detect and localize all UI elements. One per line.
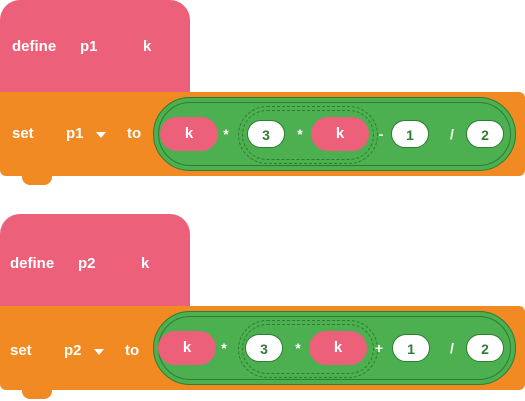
argument-k[interactable]: k: [309, 331, 367, 365]
divide-operator-block[interactable]: k * 3 * k + 1 / 2: [153, 311, 516, 385]
number-input[interactable]: 3: [245, 334, 283, 362]
set-notch: [22, 390, 52, 399]
to-label: to: [125, 342, 140, 359]
variable-dropdown[interactable]: p2: [64, 342, 82, 359]
caret-down-icon[interactable]: [96, 132, 106, 138]
to-label: to: [127, 125, 142, 142]
define-label: define: [10, 255, 55, 272]
subtract-operator-block[interactable]: [158, 102, 511, 166]
number-input[interactable]: 2: [466, 120, 504, 148]
argument-k[interactable]: k: [311, 117, 369, 151]
operator-symbol: /: [450, 126, 454, 142]
variable-dropdown[interactable]: p1: [66, 125, 84, 142]
number-input[interactable]: 3: [247, 120, 285, 148]
parameter-name[interactable]: k: [141, 255, 150, 272]
operator-symbol: -: [378, 126, 384, 142]
caret-down-icon[interactable]: [94, 349, 104, 355]
multiply-inner-block[interactable]: [242, 324, 374, 374]
number-input[interactable]: 1: [392, 334, 430, 362]
argument-k[interactable]: k: [158, 331, 216, 365]
operator-symbol: *: [221, 340, 227, 356]
divide-operator-block[interactable]: k * 3 * k - 1 / 2: [153, 97, 516, 171]
number-input[interactable]: 2: [466, 334, 504, 362]
procedure-name: p2: [78, 255, 96, 272]
multiply-inner-block[interactable]: [242, 110, 374, 160]
set-notch: [22, 176, 52, 185]
script-p2: define p2 k set p2 to k * 3 * k + 1 / 2: [0, 214, 525, 401]
script-p1: define p1 k set p1 to k * 3 * k - 1 / 2: [0, 0, 525, 190]
set-label: set: [12, 125, 34, 142]
operator-symbol: /: [450, 340, 454, 356]
argument-k[interactable]: k: [160, 117, 218, 151]
operator-symbol: *: [295, 340, 301, 356]
define-block-p1[interactable]: define p1 k: [0, 0, 190, 92]
number-input[interactable]: 1: [391, 120, 429, 148]
operator-symbol: +: [374, 340, 384, 356]
parameter-name[interactable]: k: [143, 38, 152, 55]
multiply-operator-block[interactable]: [238, 106, 378, 164]
define-label: define: [12, 38, 57, 55]
procedure-name: p1: [80, 38, 98, 55]
set-label: set: [10, 342, 32, 359]
multiply-operator-block[interactable]: [238, 320, 378, 378]
operator-symbol: *: [223, 126, 229, 142]
operator-symbol: *: [297, 126, 303, 142]
define-block-p2[interactable]: define p2 k: [0, 214, 190, 306]
